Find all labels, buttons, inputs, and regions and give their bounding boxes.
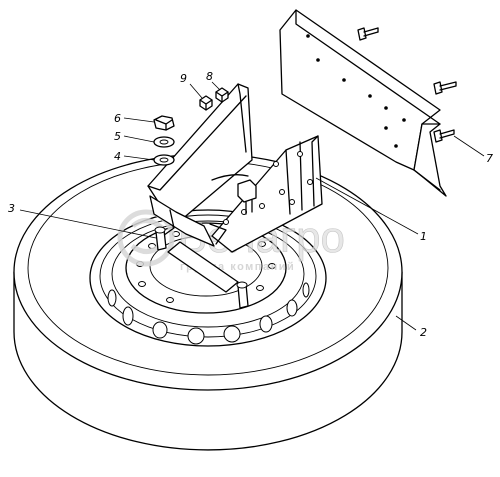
washer-4 (153, 154, 175, 166)
bolt-7-top (357, 27, 379, 41)
leader-lines (19, 81, 485, 331)
callout-3: 3 (8, 202, 15, 215)
nut-8 (215, 87, 229, 103)
bracket-holes (223, 151, 313, 225)
bracket-foot (149, 195, 215, 247)
nut-9 (199, 95, 213, 111)
tire (13, 153, 403, 451)
center-bolt (237, 179, 257, 203)
bolt-7-low (433, 129, 455, 143)
holder-bracket (147, 83, 323, 309)
watermark-logo-ring (117, 209, 175, 267)
mounting-plate (279, 9, 447, 197)
callout-labels: 9 8 6 5 4 3 1 2 7 (8, 70, 493, 339)
callout-8: 8 (206, 70, 213, 83)
nut-6 (153, 115, 175, 131)
callout-9: 9 (180, 72, 187, 85)
washer-5 (153, 136, 175, 148)
callout-4: 4 (114, 150, 121, 163)
bolt-7-mid (433, 81, 457, 95)
bracket-strap (167, 241, 239, 293)
callout-6: 6 (114, 112, 121, 125)
plate-holes (306, 34, 406, 148)
rim-vent-holes (107, 282, 310, 345)
callout-5: 5 (114, 130, 121, 143)
callout-1: 1 (420, 230, 427, 243)
callout-2: 2 (420, 326, 427, 339)
callout-7: 7 (486, 152, 493, 165)
